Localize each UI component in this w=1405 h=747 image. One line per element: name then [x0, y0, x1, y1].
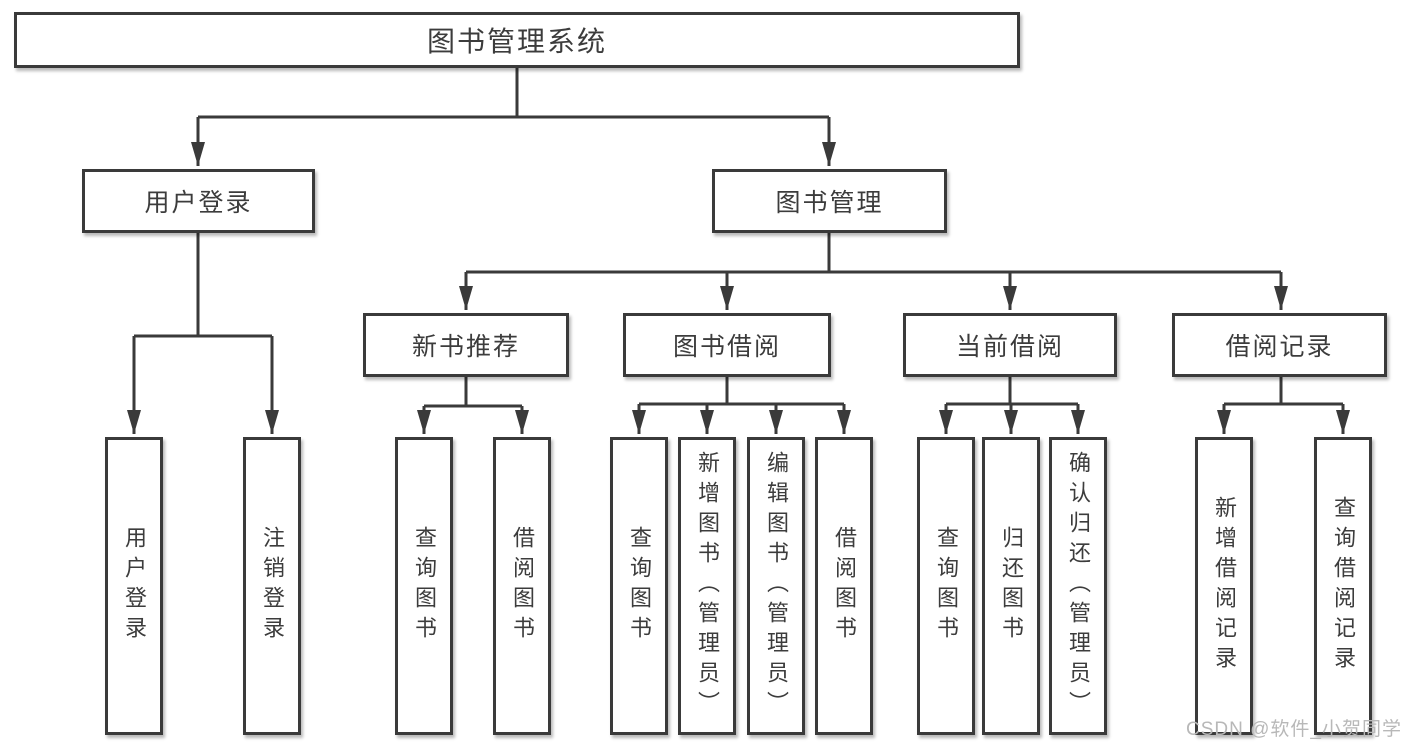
node-root-library-system: 图书管理系统: [14, 12, 1020, 68]
leaf-nbr-borrow-books: 借阅图书: [493, 437, 551, 735]
leaf-cb-query-books-label: 查询图书: [934, 526, 959, 646]
leaf-bb-edit-books-admin: 编辑图书（管理员）: [747, 437, 805, 735]
leaf-br-query-record: 查询借阅记录: [1314, 437, 1372, 735]
arrows-user-login-children: [127, 336, 279, 434]
node-current-borrowing: 当前借阅: [903, 313, 1117, 377]
csdn-watermark: CSDN @软件_小贺同学: [1186, 719, 1402, 740]
leaf-bb-add-books-admin: 新增图书（管理员）: [678, 437, 736, 735]
node-new-book-recommend: 新书推荐: [363, 313, 569, 377]
leaf-br-query-record-label: 查询借阅记录: [1331, 496, 1356, 676]
leaf-br-add-record-label: 新增借阅记录: [1212, 496, 1237, 676]
leaf-cb-return-books: 归还图书: [982, 437, 1040, 735]
leaf-bb-add-books-admin-label: 新增图书（管理员）: [695, 451, 720, 721]
node-borrow-records: 借阅记录: [1172, 313, 1387, 377]
node-book-management: 图书管理: [712, 169, 947, 233]
leaf-bb-borrow-books-label: 借阅图书: [832, 526, 857, 646]
leaf-user-login-label: 用户登录: [122, 526, 147, 646]
leaf-cb-query-books: 查询图书: [917, 437, 975, 735]
arrows-book-mgmt-children: [459, 272, 1288, 310]
node-user-login: 用户登录: [82, 169, 315, 233]
leaf-logout: 注销登录: [243, 437, 301, 735]
leaf-bb-query-books: 查询图书: [610, 437, 668, 735]
leaf-user-login: 用户登录: [105, 437, 163, 735]
leaf-cb-return-books-label: 归还图书: [999, 526, 1024, 646]
arrows-root-to-level2: [191, 117, 836, 166]
leaf-nbr-query-books: 查询图书: [395, 437, 453, 735]
leaf-bb-edit-books-admin-label: 编辑图书（管理员）: [764, 451, 789, 721]
leaf-bb-query-books-label: 查询图书: [627, 526, 652, 646]
arrows-current-borrow-children: [939, 404, 1085, 434]
arrows-new-book-rec-children: [417, 406, 529, 434]
leaf-cb-confirm-return-admin-label: 确认归还（管理员）: [1066, 451, 1091, 721]
leaf-bb-borrow-books: 借阅图书: [815, 437, 873, 735]
arrows-borrow-records-children: [1217, 404, 1350, 434]
leaf-logout-label: 注销登录: [260, 526, 285, 646]
arrows-book-borrow-children: [632, 404, 851, 434]
leaf-br-add-record: 新增借阅记录: [1195, 437, 1253, 735]
leaf-nbr-query-books-label: 查询图书: [412, 526, 437, 646]
leaf-nbr-borrow-books-label: 借阅图书: [510, 526, 535, 646]
node-book-borrowing: 图书借阅: [623, 313, 831, 377]
leaf-cb-confirm-return-admin: 确认归还（管理员）: [1049, 437, 1107, 735]
